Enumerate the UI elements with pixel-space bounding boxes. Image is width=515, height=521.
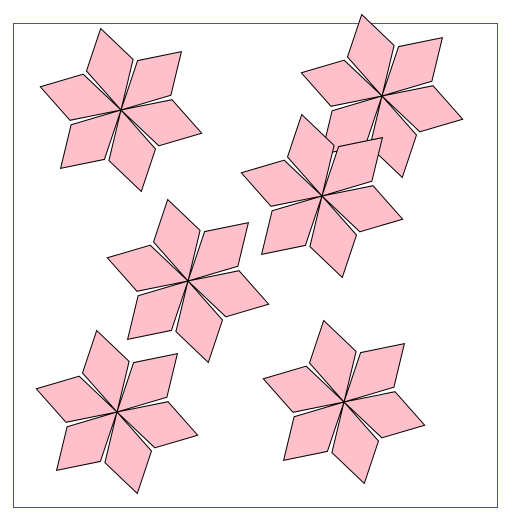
flowers-layer <box>35 13 464 495</box>
petal <box>260 195 323 256</box>
petal <box>81 329 130 414</box>
petal <box>126 280 189 341</box>
petal <box>300 59 384 107</box>
petal <box>108 108 157 193</box>
petal <box>55 411 118 472</box>
petal <box>308 319 357 404</box>
petal <box>186 270 270 318</box>
petal <box>120 50 183 111</box>
petal <box>187 221 250 282</box>
flower-bottom-left <box>35 329 199 495</box>
petal <box>309 194 358 279</box>
petal <box>346 13 395 98</box>
petal <box>152 198 201 283</box>
petal <box>380 85 464 133</box>
flower-bottom-right <box>262 319 426 485</box>
flower-top-left <box>39 27 203 193</box>
petal <box>35 375 119 423</box>
flower-middle-right <box>240 113 404 279</box>
petal <box>369 94 418 179</box>
petal <box>175 279 224 364</box>
petal <box>321 136 384 197</box>
petal <box>116 352 179 413</box>
petal <box>59 109 122 170</box>
petal <box>342 391 426 439</box>
petal <box>39 73 123 121</box>
petal <box>331 400 380 485</box>
petal <box>286 113 335 198</box>
petal <box>262 365 346 413</box>
petal <box>320 185 404 233</box>
petal <box>115 401 199 449</box>
petal <box>85 27 134 112</box>
flower-center <box>106 198 270 364</box>
petal <box>104 410 153 495</box>
petal <box>240 159 324 207</box>
petal <box>381 36 444 97</box>
petal <box>282 401 345 462</box>
petal <box>106 244 190 292</box>
petal <box>343 342 406 403</box>
petal <box>119 99 203 147</box>
flower-top-right <box>300 13 464 179</box>
